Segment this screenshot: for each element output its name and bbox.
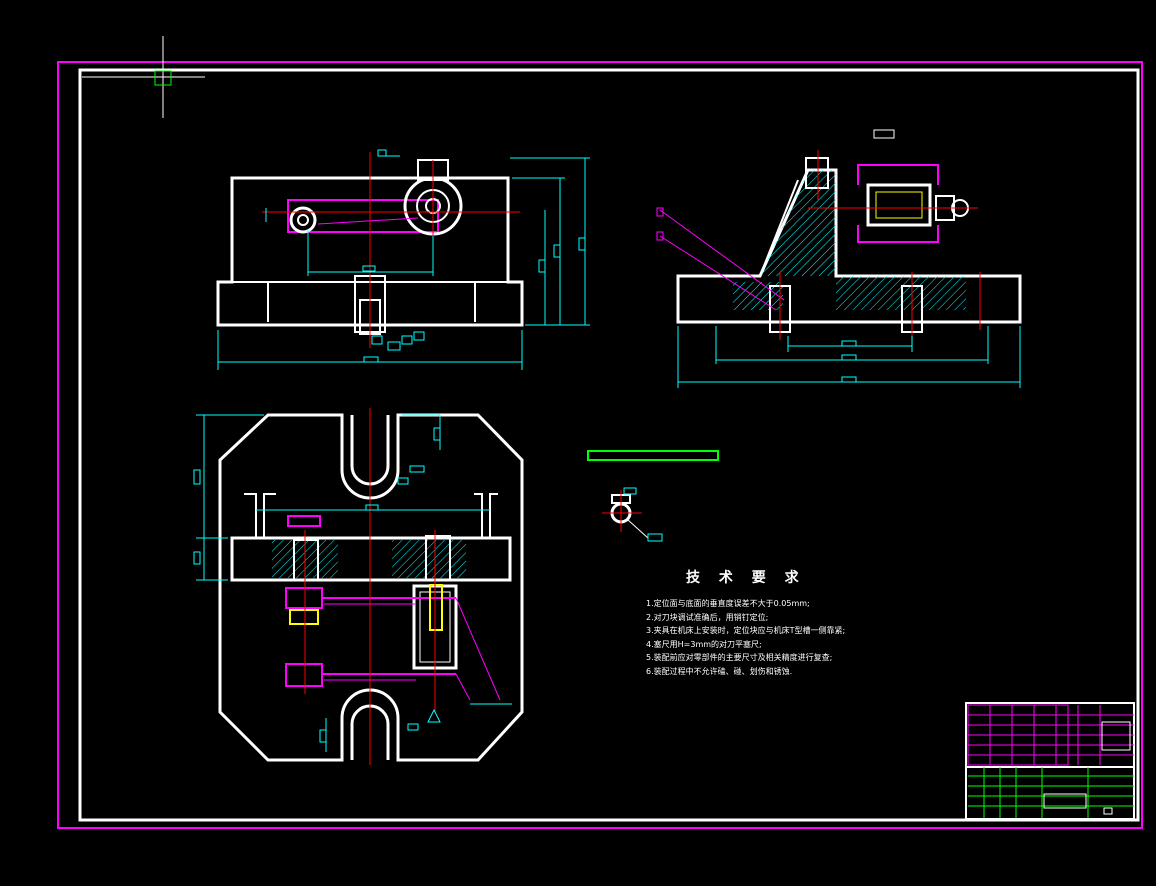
front-view	[216, 149, 590, 370]
green-bar	[587, 450, 719, 461]
crosshair-cursor-icon	[82, 36, 205, 118]
tech-requirement-item: 3.夹具在机床上安装时，定位块应与机床T型槽一侧靠紧;	[646, 626, 846, 635]
inner-frame	[78, 68, 1140, 822]
side-view	[656, 129, 1022, 388]
tech-requirement-item: 6.装配过程中不允许磕、碰、划伤和锈蚀.	[646, 666, 793, 676]
tech-requirement-item: 1.定位面与底面的垂直度误差不大于0.05mm;	[646, 599, 810, 608]
plan-view	[193, 408, 524, 765]
tech-requirement-item: 4.塞尺用H=3mm的对刀平塞尺;	[646, 639, 762, 649]
tech-requirements-list: 1.定位面与底面的垂直度误差不大于0.05mm; 2.对刀块调试准确后，用销钉定…	[646, 597, 845, 678]
detail-view	[602, 487, 663, 542]
tech-requirement-item: 5.装配前应对零部件的主要尺寸及相关精度进行复查;	[646, 653, 833, 662]
outer-frame	[57, 61, 1143, 829]
tech-requirement-item: 2.对刀块调试准确后，用销钉定位;	[646, 612, 769, 622]
tech-requirements-title: 技 术 要 求	[686, 570, 806, 586]
title-block	[965, 702, 1135, 820]
